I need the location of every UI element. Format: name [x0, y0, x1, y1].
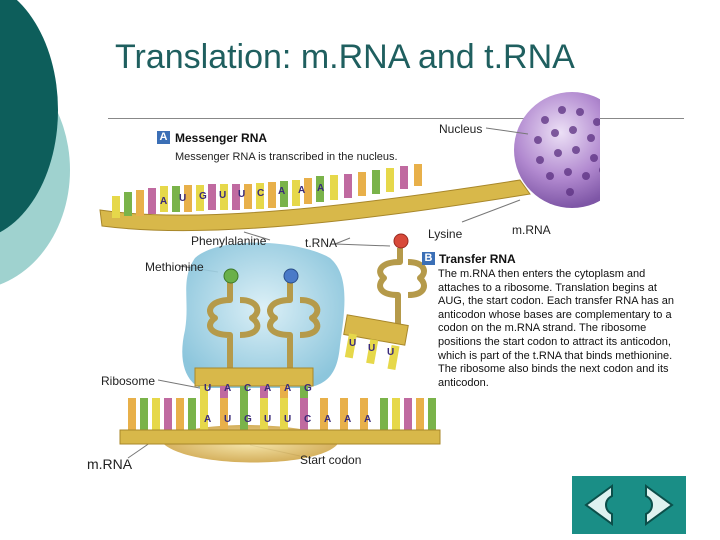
lysine-anticodon-letter: U [368, 343, 375, 354]
label-ribosome: Ribosome [101, 374, 156, 388]
slide-navigation [572, 476, 686, 534]
forward-arrow-icon[interactable] [645, 484, 674, 526]
bottom-codon-letter: U [264, 414, 271, 425]
bottom-codon-letter: U [284, 414, 291, 425]
panel-b-paragraph: The m.RNA then enters the cytoplasm and … [438, 268, 675, 389]
bottom-codon-letter: A [204, 414, 211, 425]
label-methionine: Methionine [145, 260, 204, 274]
back-arrow-icon[interactable] [584, 484, 613, 526]
anticodon-letter: C [244, 383, 251, 394]
label-lysine: Lysine [428, 227, 463, 241]
top-mrna-strand: A U G U U C A A A [99, 164, 531, 232]
title-divider [108, 118, 684, 119]
bottom-codon-letter: U [224, 414, 231, 425]
label-mrna-top: m.RNA [512, 223, 551, 237]
label-mrna-bottom: m.RNA [87, 456, 133, 472]
bottom-codon-letter: A [324, 414, 331, 425]
anticodon-bar: U A C A A G [194, 367, 314, 404]
bottom-mrna-strand: A U G U U C A A A [119, 398, 441, 445]
bottom-codon-letter: C [304, 414, 311, 425]
panel-a-heading: Messenger RNA [175, 131, 268, 145]
label-nucleus: Nucleus [439, 122, 483, 136]
top-codon-letter: A [160, 196, 167, 207]
lysine-anticodon-letter: U [387, 347, 394, 358]
anticodon-letter: G [304, 383, 312, 394]
label-start-codon: Start codon [300, 453, 362, 467]
corner-decoration [0, 0, 70, 285]
lysine-anticodon-letter: U [349, 338, 356, 349]
bottom-codon-letter: A [364, 414, 371, 425]
lysine-trna-anticodon: U U U [343, 314, 409, 370]
top-codon-letter: U [179, 193, 186, 204]
label-phenylalanine: Phenylalanine [191, 234, 267, 248]
nucleus-illustration [514, 92, 600, 208]
translation-diagram: A U G U U C A A A [99, 92, 600, 463]
top-codon-letter: A [298, 185, 305, 196]
panel-a-badge: A [157, 131, 170, 144]
anticodon-letter: U [204, 383, 211, 394]
top-codon-letter: C [257, 188, 264, 199]
anticodon-letter: A [224, 383, 231, 394]
slide-title: Translation: m.RNA and t.RNA [115, 38, 575, 76]
trna-shapes [207, 248, 427, 372]
anticodon-letter: A [284, 383, 291, 394]
bottom-codon-letter: A [344, 414, 351, 425]
top-codon-letter: U [219, 190, 226, 201]
top-codon-letter: A [317, 183, 324, 194]
panel-a-subtext: Messenger RNA is transcribed in the nucl… [175, 151, 398, 163]
panel-b-badge: B [422, 252, 435, 265]
top-codon-letter: U [238, 189, 245, 200]
top-codon-letter: A [278, 186, 285, 197]
panel-b-heading: Transfer RNA [439, 252, 516, 266]
bottom-codon-letter: G [244, 414, 252, 425]
top-codon-letter: G [199, 191, 207, 202]
anticodon-letter: A [264, 383, 271, 394]
label-trna: t.RNA [305, 236, 338, 250]
